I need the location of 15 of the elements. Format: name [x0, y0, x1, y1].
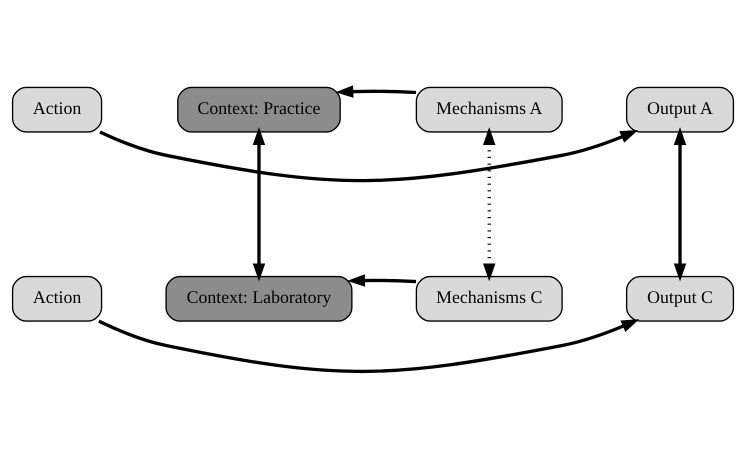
arrow: [483, 127, 496, 282]
node-box: Output A: [626, 86, 734, 133]
arrow: [98, 319, 640, 374]
node-box: Context: Practice: [177, 86, 341, 133]
arrow: [674, 127, 686, 282]
node-box: Output C: [626, 276, 734, 322]
arrow: [347, 274, 416, 287]
node-box: Mechanisms C: [416, 276, 563, 322]
arrow: [99, 130, 638, 182]
arrow: [335, 85, 416, 98]
arrow: [252, 127, 266, 282]
node-box: Context: Laboratory: [165, 276, 353, 322]
node-box: Action: [12, 276, 102, 322]
node-box: Mechanisms A: [416, 86, 563, 133]
node-box: Action: [12, 86, 102, 133]
